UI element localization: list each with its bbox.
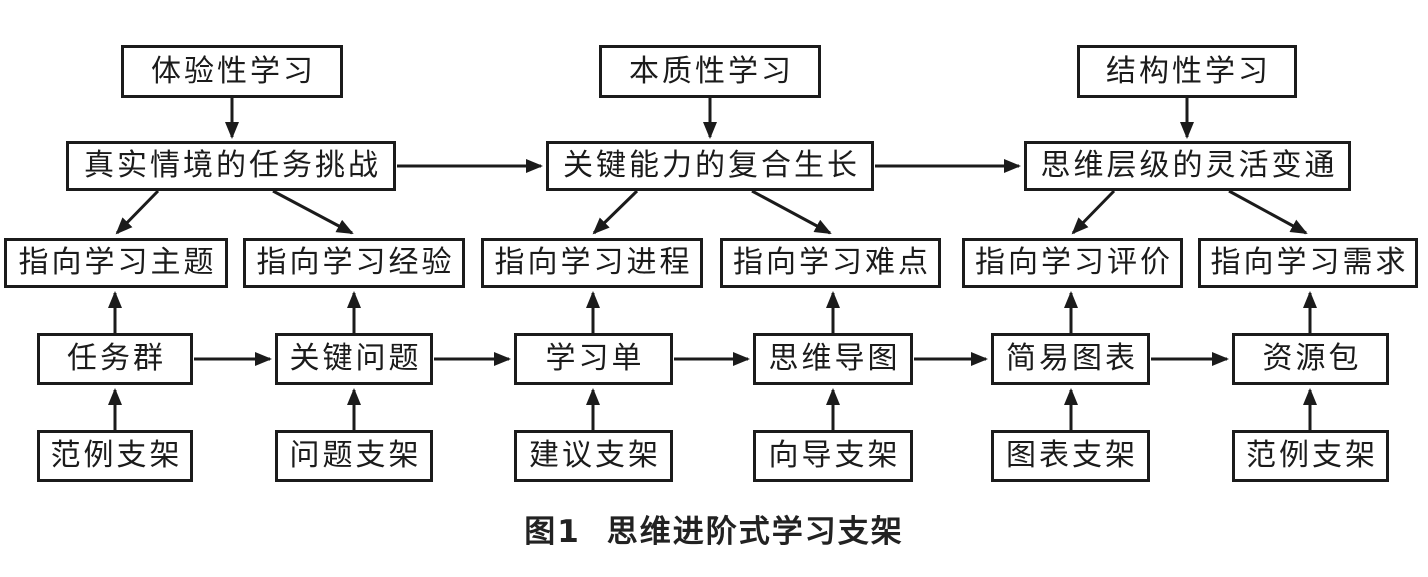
node-label: 图表支架 [1006,438,1138,473]
node-scaffold-question: 问题支架 [275,430,433,482]
node-scaffold-example-2: 范例支架 [1232,430,1389,482]
node-label: 指向学习经验 [256,245,455,280]
node-scaffold-chart: 图表支架 [991,430,1150,482]
node-label: 关键能力的复合生长 [563,148,860,183]
node-orientation-progress: 指向学习进程 [481,238,703,288]
node-real-situation-task-challenge: 真实情境的任务挑战 [66,141,396,191]
node-tool-key-question: 关键问题 [275,333,433,385]
arrow-diagonal [115,189,160,235]
figure-caption: 图1 思维进阶式学习支架 [0,506,1428,551]
arrow-diagonal [1071,189,1116,235]
node-label: 学习单 [545,341,645,376]
node-label: 本质性学习 [629,53,794,89]
node-label: 简易图表 [1006,341,1138,376]
node-tool-resource-pack: 资源包 [1232,333,1389,385]
node-essential-learning: 本质性学习 [599,45,821,98]
arrows-tool-to-orientation [108,291,1317,333]
arrows-growth-to-orientation [115,189,1308,235]
node-label: 思维层级的灵活变通 [1040,148,1338,183]
node-tool-mind-map: 思维导图 [753,333,913,385]
node-label: 向导支架 [768,438,901,473]
node-label: 指向学习难点 [733,245,931,280]
node-tool-learning-sheet: 学习单 [514,333,673,385]
node-label: 真实情境的任务挑战 [84,148,381,183]
node-label: 指向学习主题 [18,245,217,280]
node-label: 指向学习需求 [1210,245,1409,280]
arrows-learning-to-growth [225,98,1194,139]
node-key-capability-growth: 关键能力的复合生长 [546,141,874,191]
node-label: 任务群 [67,341,166,376]
node-thinking-level-flexibility: 思维层级的灵活变通 [1024,141,1351,191]
node-scaffold-suggestion: 建议支架 [514,430,673,482]
node-scaffold-guide: 向导支架 [753,430,913,482]
node-tool-simple-chart: 简易图表 [991,333,1150,385]
arrow-diagonal [751,189,832,235]
node-label: 范例支架 [1246,438,1378,473]
node-orientation-theme: 指向学习主题 [4,238,228,288]
node-label: 指向学习进程 [494,245,693,280]
node-orientation-difficulty: 指向学习难点 [720,238,941,288]
node-label: 关键问题 [289,341,422,376]
node-label: 资源包 [1262,341,1362,376]
node-tool-task-group: 任务群 [37,333,193,385]
node-experiential-learning: 体验性学习 [121,45,343,98]
node-orientation-evaluation: 指向学习评价 [962,238,1183,288]
node-label: 体验性学习 [151,53,316,89]
arrow-diagonal [1228,189,1308,235]
node-label: 结构性学习 [1106,53,1271,89]
node-orientation-experience: 指向学习经验 [243,238,465,288]
arrows-scaffold-to-tool [108,388,1317,430]
node-label: 指向学习评价 [975,245,1173,280]
figure-caption-number: 图1 [524,514,581,550]
figure-caption-title: 思维进阶式学习支架 [606,514,904,550]
node-scaffold-example-1: 范例支架 [37,430,193,482]
node-label: 问题支架 [289,438,422,473]
arrow-diagonal [592,189,639,235]
node-label: 思维导图 [768,341,901,376]
node-label: 范例支架 [50,438,183,473]
node-structural-learning: 结构性学习 [1077,45,1297,98]
node-orientation-needs: 指向学习需求 [1198,238,1418,288]
arrow-diagonal [272,189,354,235]
node-label: 建议支架 [529,438,661,473]
